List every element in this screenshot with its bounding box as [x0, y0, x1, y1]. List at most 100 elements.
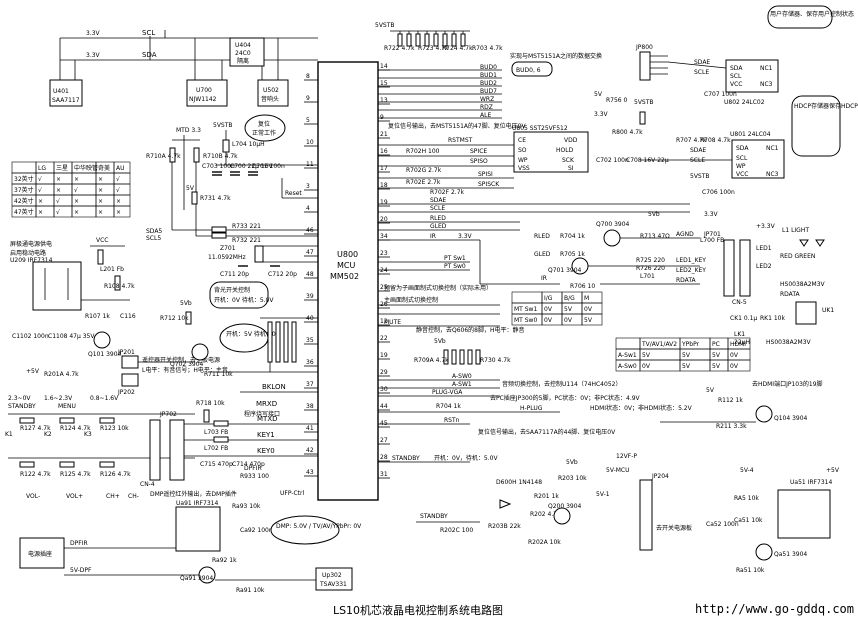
mcu-pin-left: 37: [306, 381, 314, 388]
r107-label: R107 1k: [85, 313, 110, 320]
v5vmcu-label: 5V-MCU: [606, 467, 630, 474]
led2-key: LED2_KEY: [676, 267, 706, 274]
r711-label: R711 10k: [204, 371, 233, 378]
v33-label-4: +3.3V: [756, 223, 776, 230]
sw-table-cell: I/G: [544, 295, 553, 302]
standby-key-note: 2.3~0V: [8, 395, 31, 402]
source-table-cell: ×: [116, 198, 121, 205]
v5v4-label: 5V-4: [740, 467, 754, 474]
mcu-pin-right: 25: [380, 284, 388, 291]
ra92-label: Ra92 1k: [212, 557, 237, 564]
mcu-pin-right: 29: [380, 369, 388, 376]
v5v-label-4: 5V: [706, 387, 715, 394]
v5vb-label-2: 5Vb: [648, 211, 660, 218]
u404-label: U404: [235, 42, 251, 49]
bus-3v3-label-2: 3.3V: [86, 52, 101, 59]
mcu-pin-left: 5: [306, 117, 310, 124]
v5vstb-label-1: 5VSTB: [213, 122, 233, 129]
sw-table-cell: 0V: [544, 317, 553, 324]
reset-label: 复位: [258, 120, 270, 128]
prog-note: 程序烧写接口: [244, 410, 280, 418]
u700-type: NJW1142: [189, 96, 217, 103]
qa51-label: Qa51 3904: [774, 551, 807, 558]
source-table-cell: ×: [98, 198, 103, 205]
v5vstb-label-2: 5VSTB: [375, 22, 395, 29]
v3_3-label-2: 3.3V: [594, 111, 609, 118]
u801-note: HDCP存储器保存HDCP解密数据，数据写入改一致...: [794, 102, 858, 110]
source-table-cell: ×: [116, 209, 121, 216]
switch-note: 遥控器开关控制，去主板电源: [142, 356, 220, 364]
dpfir-label: DPFIR: [244, 465, 262, 472]
sw-table-cell: 0V: [584, 306, 593, 313]
c716-label: UFP-Ctrl: [280, 490, 305, 497]
hdmi-detect: 5V R112 1k 去HDMI端口JP103的19脚 Q104 3904 R2…: [660, 380, 823, 430]
ptc-note: 背光开关控制 开机：0V 待机：5.0V: [209, 281, 274, 309]
r733-label: R733 221: [232, 223, 261, 230]
dpf-box-label: 电源插座: [28, 550, 52, 558]
mcu-pin-right: 19: [380, 199, 388, 206]
jp701-label: JP701: [703, 231, 721, 238]
asw-table-cell: 5V: [682, 363, 691, 370]
bklon-label: BKLON: [262, 383, 286, 391]
r731-label: R731 4.7k: [200, 195, 231, 202]
r211-label: R211 3.3k: [716, 423, 747, 430]
hs-label: HS0038A2M3V: [780, 281, 826, 288]
mcu-pin-left: 40: [306, 315, 314, 322]
mcu-pin-right: 44: [380, 403, 388, 410]
c700-label: C700 22µ 16V: [230, 163, 274, 170]
r722-label: R722 4.7k: [384, 45, 415, 52]
source-table-cell: √: [116, 187, 120, 194]
l201-label: L201 Fb: [100, 266, 124, 273]
c701-label: C701 100n: [252, 163, 285, 170]
r726-label: R726 220: [636, 265, 665, 272]
menu-key-note: 1.6~2.3V: [44, 395, 73, 402]
reset-pin-label: Reset: [285, 190, 302, 197]
mcu-pin-left: 4: [306, 205, 310, 212]
source-table-cell: 37英寸: [14, 186, 34, 194]
sdae-label-1: SDAE: [694, 59, 710, 66]
rled-label: RLED: [430, 215, 446, 222]
gled-label: GLED: [430, 223, 447, 230]
l703-label: L703 FB: [204, 429, 228, 436]
ca92-label: Ca92 100n: [240, 527, 273, 534]
ptc-note-text: 背光开关控制: [214, 286, 250, 294]
u404-note: 隔离: [237, 57, 249, 65]
ra91-label: Ra91 10k: [236, 587, 265, 594]
asw-table-cell: A-Sw1: [618, 352, 637, 359]
source-table-cell: LG: [38, 165, 46, 172]
hdmi-note: 去HDMI端口JP103的19脚: [752, 380, 823, 388]
svg-text:NC1: NC1: [766, 145, 779, 152]
r710b-label: R710B 4.7k: [203, 153, 238, 160]
pt-sw0: PT Sw0: [444, 263, 466, 270]
mcu-pin-left: 38: [306, 403, 314, 410]
diagram-title: LS10机芯液晶电视控制系统电路图: [332, 604, 504, 617]
u502-type: 音响头: [261, 95, 279, 103]
mcu-body: [317, 61, 379, 501]
bud-line-label: BUD0: [480, 64, 497, 71]
r724-label: R724 4.7k: [442, 45, 473, 52]
svg-text:VCC: VCC: [736, 171, 748, 178]
r201-label: R201 1k: [534, 493, 559, 500]
svg-text:WP: WP: [518, 157, 528, 164]
sdae-label-3: SDAE: [430, 197, 446, 204]
dmp-block: DMP遥控红外输出，去DMP插件 Ua91 IRF7314 Ra93 10k C…: [19, 490, 362, 594]
dpf-label: 5V-DPF: [70, 567, 92, 574]
ua91-label: Ua91 IRF7314: [176, 500, 218, 507]
led1-label: LED1: [756, 245, 772, 252]
bklon-note: 开机：5V 待机：0V: [226, 330, 281, 338]
switch-note-2: L电平：有音信号；H电平：主音: [142, 366, 228, 374]
mcu-pin-right: 12: [380, 318, 388, 325]
cn5-label: CN-5: [732, 299, 747, 306]
c714-label: C714 470p: [232, 461, 265, 468]
source-table-cell: ×: [56, 187, 61, 194]
standby-switch-jumpers: JP201 JP202 遥控器开关控制，去主板电源 L电平：有音信号；H电平：主…: [117, 349, 228, 396]
mcu-pin-right: 20: [380, 216, 388, 223]
standby-text: STANDBY: [8, 403, 36, 410]
mcu-pin-right: 14: [380, 63, 388, 70]
ir-label-2: IR: [541, 275, 547, 282]
v5vb-label-4: 5Vb: [566, 459, 578, 466]
bus-3v3-label: 3.3V: [86, 30, 101, 37]
bud-tag: [511, 61, 553, 77]
svg-text:CE: CE: [518, 137, 526, 144]
